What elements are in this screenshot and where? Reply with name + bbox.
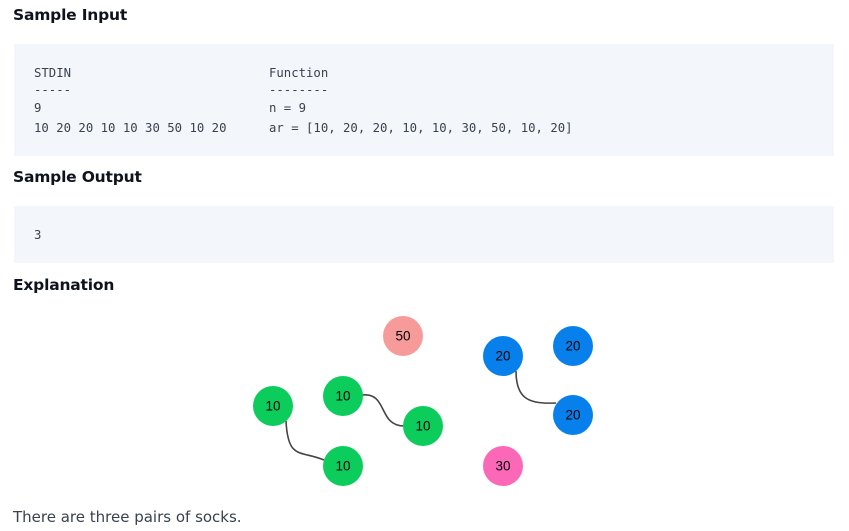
socks: 50 20 20 10 10 10 20 10 30	[253, 316, 593, 486]
sock-circle	[383, 316, 423, 356]
sock-50: 50	[383, 316, 423, 356]
sock-circle	[323, 376, 363, 416]
sample-input-code-block: STDIN Function ----- -------- 9 n = 9 10…	[14, 44, 834, 156]
explanation-heading: Explanation	[13, 276, 115, 294]
sample-input-heading: Sample Input	[13, 6, 128, 24]
stdin-header: STDIN	[34, 66, 72, 80]
function-underline: --------	[269, 83, 329, 97]
sock-label: 20	[495, 349, 510, 364]
sock-label: 10	[335, 389, 350, 404]
sock-label: 10	[265, 399, 280, 414]
sock-label: 10	[335, 459, 350, 474]
stdin-array-values: 10 20 20 10 10 30 50 10 20	[34, 121, 227, 135]
sock-circle	[253, 386, 293, 426]
pair-links	[285, 370, 557, 461]
sock-circle	[323, 446, 363, 486]
pair-link	[285, 420, 325, 461]
sock-20: 20	[483, 336, 523, 376]
pair-link	[515, 370, 557, 404]
sample-output-heading: Sample Output	[13, 168, 142, 186]
sock-20: 20	[553, 326, 593, 366]
sock-10: 10	[403, 406, 443, 446]
sock-20: 20	[553, 395, 593, 435]
sock-30: 30	[483, 446, 523, 486]
sock-label: 20	[565, 339, 580, 354]
sock-label: 50	[395, 329, 410, 344]
stdin-n-value: 9	[34, 101, 42, 115]
explanation-text: There are three pairs of socks.	[13, 508, 242, 526]
sock-10: 10	[323, 376, 363, 416]
socks-pairing-diagram: 50 20 20 10 10 10 20 10 30	[253, 316, 593, 486]
sock-10: 10	[323, 446, 363, 486]
sock-label: 20	[565, 408, 580, 423]
sock-circle	[553, 326, 593, 366]
sock-circle	[403, 406, 443, 446]
sample-output-code-block: 3	[14, 206, 834, 263]
stdin-underline: -----	[34, 83, 72, 97]
sock-10: 10	[253, 386, 293, 426]
sock-circle	[483, 446, 523, 486]
sock-circle	[483, 336, 523, 376]
function-array-assign: ar = [10, 20, 20, 10, 10, 30, 50, 10, 20…	[269, 121, 573, 135]
sock-circle	[553, 395, 593, 435]
sock-label: 30	[495, 459, 510, 474]
function-header: Function	[269, 66, 329, 80]
pair-link	[361, 394, 405, 427]
sock-label: 10	[415, 419, 430, 434]
output-value: 3	[34, 228, 42, 242]
function-n-assign: n = 9	[269, 101, 307, 115]
